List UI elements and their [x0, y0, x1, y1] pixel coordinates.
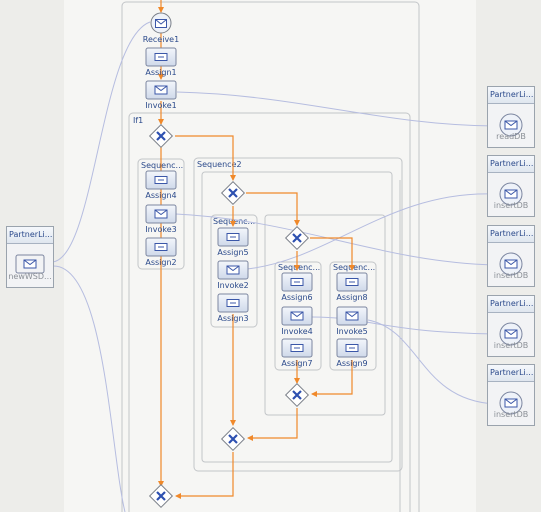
invoke1-label: Invoke1: [145, 101, 176, 110]
control-flow: [158, 0, 355, 499]
assign1-label: Assign1: [145, 68, 176, 77]
sequence-inner-right-container: [329, 261, 377, 371]
envelope-icon: [226, 265, 240, 275]
assign-icon: [154, 176, 168, 184]
sequence2-inner-container: [201, 171, 393, 463]
envelope-icon: [15, 254, 45, 274]
envelope-icon: [499, 182, 523, 206]
assign-icon: [345, 344, 359, 352]
process-scope: [121, 1, 420, 512]
partner-link-label: readDB: [496, 132, 526, 141]
assign5-activity[interactable]: Assign5: [217, 227, 249, 257]
sequence2-container: [193, 157, 403, 472]
partner-link-label: insertDB: [493, 341, 529, 350]
envelope-icon: [499, 322, 523, 346]
assign-icon: [154, 53, 168, 61]
if1-gateway[interactable]: [148, 123, 174, 149]
assign9-label: Assign9: [336, 359, 367, 368]
activities: Assign1Invoke1Assign4Invoke3Assign2Assig…: [145, 47, 368, 368]
assign7-label: Assign7: [281, 359, 312, 368]
seq-inner-right-label: Sequenc...: [333, 263, 375, 272]
envelope-icon: [154, 209, 168, 219]
envelope-icon: [154, 85, 168, 95]
receive1-label: Receive1: [143, 35, 179, 44]
partner-link-right-1[interactable]: PartnerLi... readDB: [487, 86, 535, 148]
envelope-icon: [499, 391, 523, 415]
assign2-label: Assign2: [145, 258, 176, 267]
assign8-activity[interactable]: Assign8: [336, 272, 368, 302]
assign-icon: [290, 344, 304, 352]
assign4-label: Assign4: [145, 191, 176, 200]
sequence2-join-gateway[interactable]: [220, 426, 246, 452]
invoke3-label: Invoke3: [145, 225, 176, 234]
invoke2-activity[interactable]: Invoke2: [217, 260, 249, 290]
assign-icon: [226, 299, 240, 307]
assign8-label: Assign8: [336, 293, 367, 302]
receive1-activity[interactable]: Receive1: [143, 12, 179, 44]
seq-left-label: Sequenc...: [141, 161, 183, 170]
partner-link-title: PartnerLi...: [488, 156, 534, 173]
process-canvas: [64, 0, 476, 512]
envelope-icon: [499, 252, 523, 276]
envelope-icon: [499, 113, 523, 137]
if1-label: If1: [133, 116, 143, 125]
invoke5-activity[interactable]: Invoke5: [336, 306, 368, 336]
invoke5-label: Invoke5: [336, 327, 367, 336]
inner-if-container: [264, 214, 386, 416]
partner-link-curves: [51, 21, 496, 512]
envelope-icon: [345, 311, 359, 321]
assign6-activity[interactable]: Assign6: [281, 272, 313, 302]
assign-icon: [226, 233, 240, 241]
inner-if-gateway[interactable]: [284, 225, 310, 251]
inner-if-join-gateway[interactable]: [284, 382, 310, 408]
invoke2-label: Invoke2: [217, 281, 248, 290]
invoke1-activity[interactable]: Invoke1: [145, 80, 177, 110]
sequence-mid-container: [210, 214, 258, 328]
invoke4-activity[interactable]: Invoke4: [281, 306, 313, 336]
partner-link-label: newWSD...: [8, 272, 52, 281]
partner-link-title: PartnerLi...: [488, 87, 534, 104]
assign7-activity[interactable]: Assign7: [281, 338, 313, 368]
sequence-inner-left-container: [274, 261, 322, 371]
gateways[interactable]: [148, 123, 310, 509]
partner-link-label: insertDB: [493, 410, 529, 419]
assign2-activity[interactable]: Assign2: [145, 237, 177, 267]
invoke4-label: Invoke4: [281, 327, 312, 336]
partner-link-label: insertDB: [493, 271, 529, 280]
assign5-label: Assign5: [217, 248, 248, 257]
partner-link-title: PartnerLi...: [488, 226, 534, 243]
envelope-icon: [290, 311, 304, 321]
partner-link-right-3[interactable]: PartnerLi... insertDB: [487, 225, 535, 287]
assign6-label: Assign6: [281, 293, 312, 302]
partner-link-right-4[interactable]: PartnerLi... insertDB: [487, 295, 535, 357]
partner-link-left[interactable]: PartnerLi... newWSD...: [6, 226, 54, 288]
partner-link-right-5[interactable]: PartnerLi... insertDB: [487, 364, 535, 426]
partner-link-title: PartnerLi...: [488, 365, 534, 382]
invoke3-activity[interactable]: Invoke3: [145, 204, 177, 234]
assign-icon: [154, 243, 168, 251]
partner-link-label: insertDB: [493, 201, 529, 210]
assign-icon: [290, 278, 304, 286]
partner-link-right-2[interactable]: PartnerLi... insertDB: [487, 155, 535, 217]
partner-link-title: PartnerLi...: [7, 227, 53, 244]
seq-inner-left-label: Sequenc...: [278, 263, 320, 272]
if1-join-gateway[interactable]: [148, 483, 174, 509]
partner-link-title: PartnerLi...: [488, 296, 534, 313]
sequence2-gateway[interactable]: [220, 180, 246, 206]
if1-container: [128, 112, 411, 512]
assign-icon: [345, 278, 359, 286]
assign3-activity[interactable]: Assign3: [217, 293, 249, 323]
assign9-activity[interactable]: Assign9: [336, 338, 368, 368]
assign1-activity[interactable]: Assign1: [145, 47, 177, 77]
assign3-label: Assign3: [217, 314, 248, 323]
sequence2-label: Sequence2: [197, 160, 242, 169]
assign4-activity[interactable]: Assign4: [145, 170, 177, 200]
